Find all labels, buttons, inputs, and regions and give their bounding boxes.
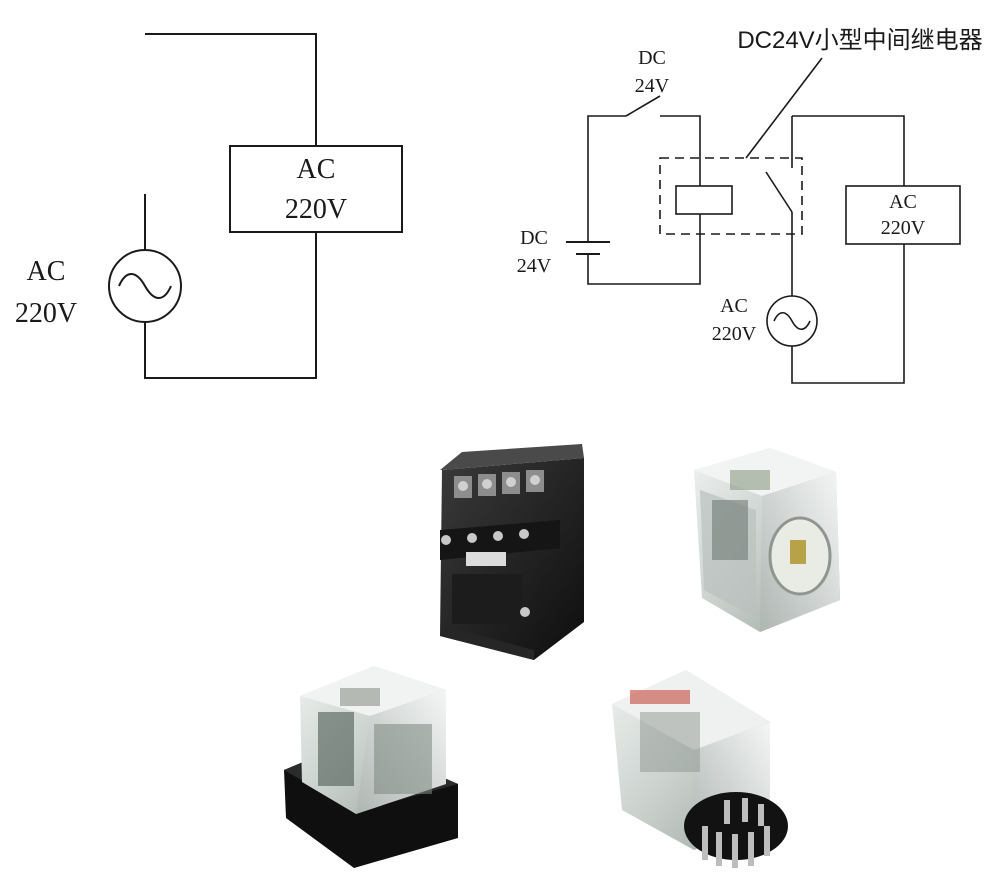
right-circuit: DC24V小型中间继电器 DC 24V DC 24V AC 220V AC: [517, 27, 983, 384]
battery-label-line1: DC: [520, 227, 548, 249]
left-ac-sine-icon: [118, 273, 172, 299]
relay-callout-label: DC24V小型中间继电器: [737, 27, 982, 54]
product-black-contactor-relay: [440, 444, 584, 660]
right-dc-wire-bottom: [587, 214, 701, 285]
right-ac-wire-top: [792, 115, 905, 186]
left-source-label-line2: 220V: [15, 298, 77, 329]
left-load-label-line2: 220V: [285, 194, 347, 225]
right-ac-wire-right-down: [791, 244, 905, 384]
left-ac-source-circle: [108, 249, 182, 323]
left-circuit: AC 220V AC 220V: [15, 33, 403, 379]
product-clear-cube-relay-top-right: [694, 448, 840, 632]
relay-contact-blade: [765, 171, 793, 213]
left-source-label-line1: AC: [27, 256, 66, 287]
dc-switch-label-line2: 24V: [635, 75, 670, 97]
left-wire-top: [145, 33, 317, 146]
product-clear-relay-black-base: [284, 666, 458, 868]
right-dc-wire-top-right: [660, 115, 701, 186]
right-load-box: [845, 185, 961, 245]
battery-label-line2: 24V: [517, 255, 552, 277]
right-ac-sine-icon: [773, 311, 811, 331]
relay-callout-leader: [745, 57, 823, 159]
relay-coil: [675, 185, 733, 215]
left-wire-right-down: [144, 232, 317, 379]
right-load-label-line1: AC: [889, 191, 917, 213]
dc-switch-blade: [625, 95, 661, 117]
dc-switch-label-line1: DC: [638, 47, 666, 69]
product-clear-octal-pin-relay: [612, 670, 788, 868]
right-ac-source-label-line1: AC: [720, 295, 748, 317]
relay-enclosure-dashed: [659, 157, 803, 235]
right-dc-wire-top-left: [587, 115, 626, 160]
right-load-label-line2: 220V: [881, 217, 926, 239]
right-ac-source-label-line2: 220V: [712, 323, 757, 345]
left-load-label-line1: AC: [297, 154, 336, 185]
right-ac-source-circle: [766, 295, 818, 347]
